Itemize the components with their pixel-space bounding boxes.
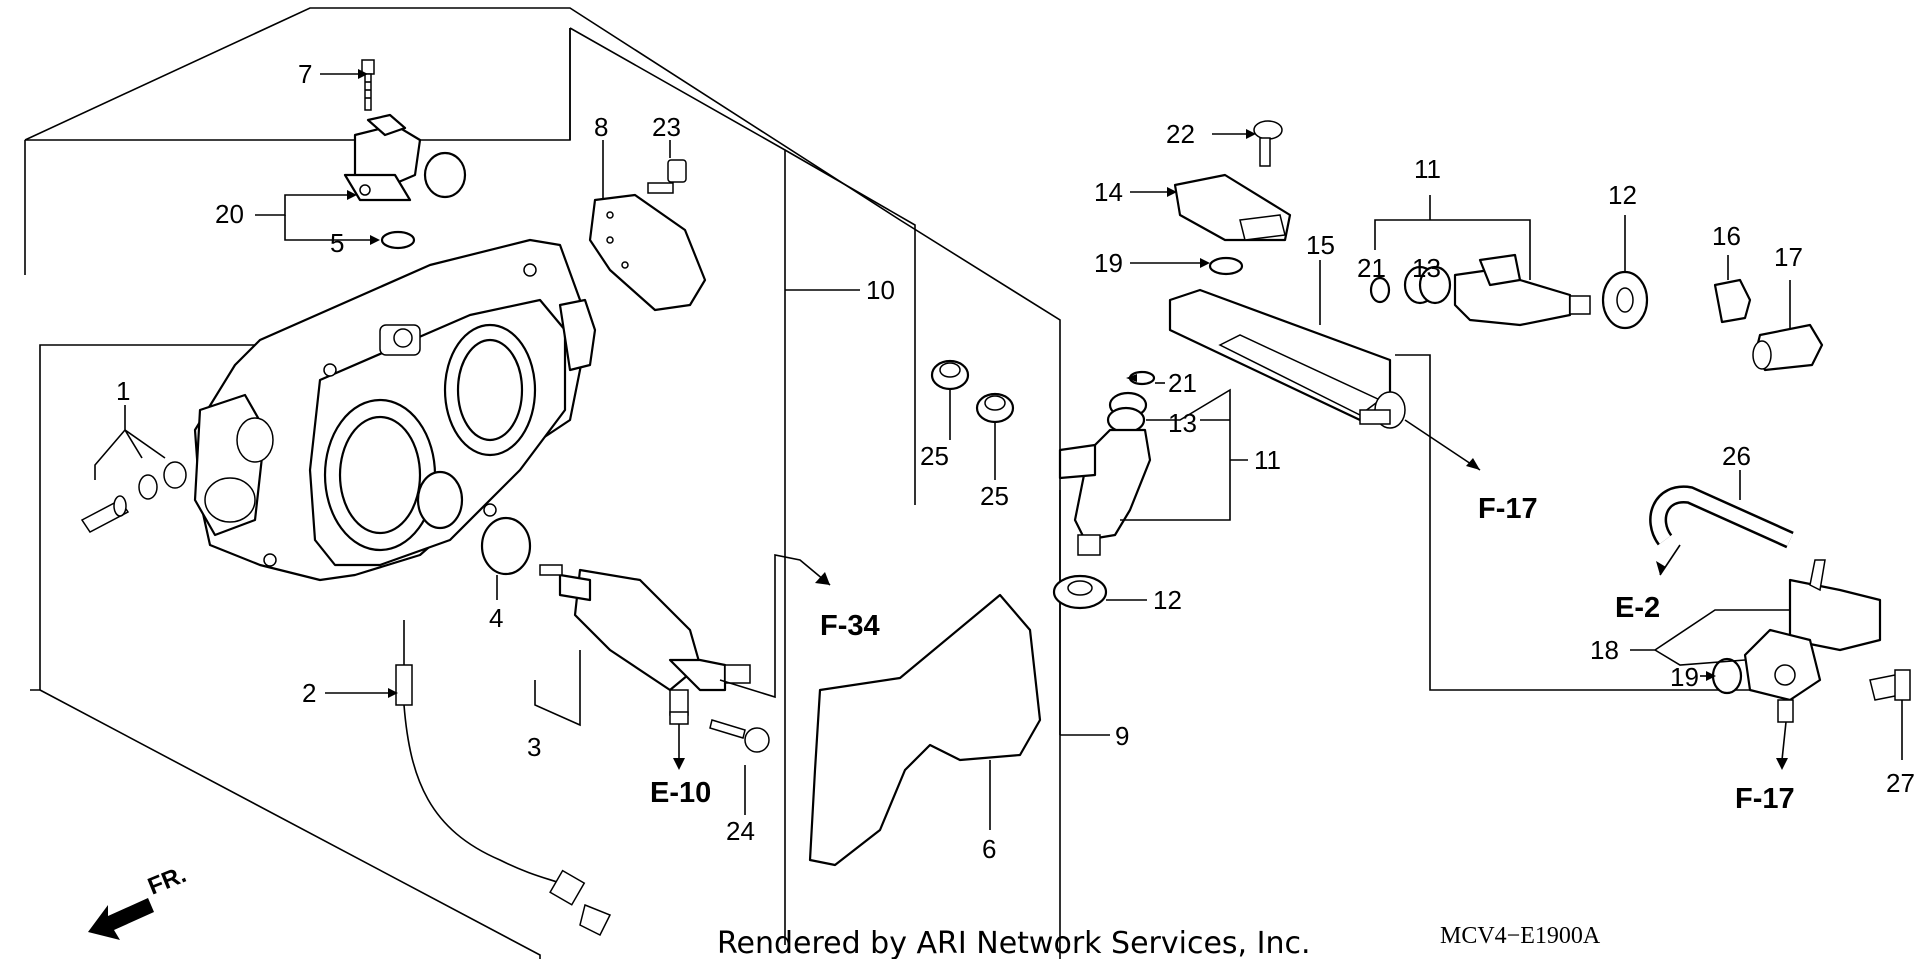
reference-labels: E-10 F-34 F-17 E-2 F-17 [650, 493, 1795, 815]
callout-7[interactable]: 7 [298, 59, 312, 89]
callout-5[interactable]: 5 [330, 228, 344, 258]
render-credit: Rendered by ARI Network Services, Inc. [717, 926, 1311, 959]
callout-24[interactable]: 24 [726, 816, 755, 846]
callout-23[interactable]: 23 [652, 112, 681, 142]
part-5-o-ring[interactable] [380, 230, 416, 250]
part-25-cap-upper[interactable] [930, 359, 970, 391]
throttle-body[interactable] [193, 238, 597, 582]
callout-2[interactable]: 2 [302, 678, 316, 708]
callout-21-lower[interactable]: 21 [1168, 368, 1197, 398]
callout-25-lower[interactable]: 25 [980, 481, 1009, 511]
part-16-cap[interactable] [1713, 278, 1752, 324]
part-13-seal-lower[interactable] [1106, 391, 1148, 434]
callout-25-upper[interactable]: 25 [920, 441, 949, 471]
part-23-bolt[interactable] [647, 159, 687, 194]
ref-f17-lower[interactable]: F-17 [1735, 783, 1795, 815]
part-6-gasket[interactable] [808, 593, 1042, 867]
leader-lines [94, 73, 1903, 830]
part-19-washer-upper[interactable] [1208, 256, 1244, 276]
part-12-seal-upper[interactable] [1601, 270, 1649, 330]
callout-10[interactable]: 10 [866, 275, 895, 305]
part-17-sleeve[interactable] [1752, 323, 1824, 372]
part-14-cover[interactable] [1173, 173, 1292, 242]
callout-12-upper[interactable]: 12 [1608, 180, 1637, 210]
front-direction-marker: FR. [88, 861, 190, 940]
callout-6[interactable]: 6 [982, 834, 996, 864]
callout-3[interactable]: 3 [527, 732, 541, 762]
part-21-ring-upper[interactable] [1369, 276, 1391, 304]
part-7-bolt[interactable] [361, 59, 375, 111]
callout-15[interactable]: 15 [1306, 230, 1335, 260]
part-11-injector-upper[interactable] [1453, 253, 1591, 327]
part-25-cap-lower[interactable] [975, 392, 1015, 424]
part-4-o-ring[interactable] [480, 516, 532, 576]
callout-26[interactable]: 26 [1722, 441, 1751, 471]
callout-16[interactable]: 16 [1712, 221, 1741, 251]
callout-4[interactable]: 4 [489, 603, 503, 633]
ref-e2[interactable]: E-2 [1615, 592, 1660, 624]
part-3-valve[interactable] [539, 564, 751, 725]
part-24-bolt[interactable] [709, 719, 770, 753]
callout-19-lower[interactable]: 19 [1670, 662, 1699, 692]
part-26-hose[interactable] [1649, 485, 1794, 549]
part-2-throttle-cable[interactable] [395, 620, 612, 937]
callout-8[interactable]: 8 [594, 112, 608, 142]
callout-14[interactable]: 14 [1094, 177, 1123, 207]
callout-11-upper[interactable]: 11 [1414, 154, 1441, 184]
diagram-code: MCV4−E1900A [1440, 923, 1601, 949]
part-18-pressure-regulator[interactable] [1743, 559, 1882, 723]
callout-20[interactable]: 20 [215, 199, 244, 229]
callout-17[interactable]: 17 [1774, 242, 1803, 272]
ref-f17-upper[interactable]: F-17 [1478, 493, 1538, 525]
callout-21-upper[interactable]: 21 [1357, 253, 1386, 283]
part-8-bracket[interactable] [588, 193, 707, 312]
part-19-washer-lower[interactable] [1711, 657, 1743, 695]
callout-18[interactable]: 18 [1590, 635, 1619, 665]
callout-11-lower[interactable]: 11 [1254, 445, 1281, 475]
callout-9[interactable]: 9 [1115, 721, 1129, 751]
callout-13-lower[interactable]: 13 [1168, 408, 1197, 438]
callout-22[interactable]: 22 [1166, 119, 1195, 149]
part-12-seal-lower[interactable] [1052, 574, 1108, 610]
arrowheads [347, 69, 1788, 770]
part-1-screw-set[interactable] [80, 461, 187, 533]
part-11-injector-lower[interactable] [1058, 428, 1152, 556]
front-label: FR. [144, 861, 190, 901]
part-22-bolt[interactable] [1253, 120, 1283, 167]
callout-1[interactable]: 1 [116, 376, 130, 406]
ref-f34[interactable]: F-34 [820, 610, 880, 642]
part-13-seal-upper[interactable] [1403, 265, 1452, 305]
callout-12-lower[interactable]: 12 [1153, 585, 1182, 615]
callout-27[interactable]: 27 [1886, 768, 1915, 798]
part-15-fuel-rail[interactable] [1168, 288, 1406, 429]
front-arrow-icon [88, 898, 154, 940]
part-20-sensor[interactable] [343, 113, 467, 202]
callout-13-upper[interactable]: 13 [1412, 253, 1441, 283]
callout-numbers: 7 20 5 8 23 10 1 2 4 3 24 6 9 25 25 22 1… [116, 59, 1915, 864]
ref-e10[interactable]: E-10 [650, 777, 711, 809]
part-27-bolt[interactable] [1869, 669, 1911, 701]
callout-19-upper[interactable]: 19 [1094, 248, 1123, 278]
